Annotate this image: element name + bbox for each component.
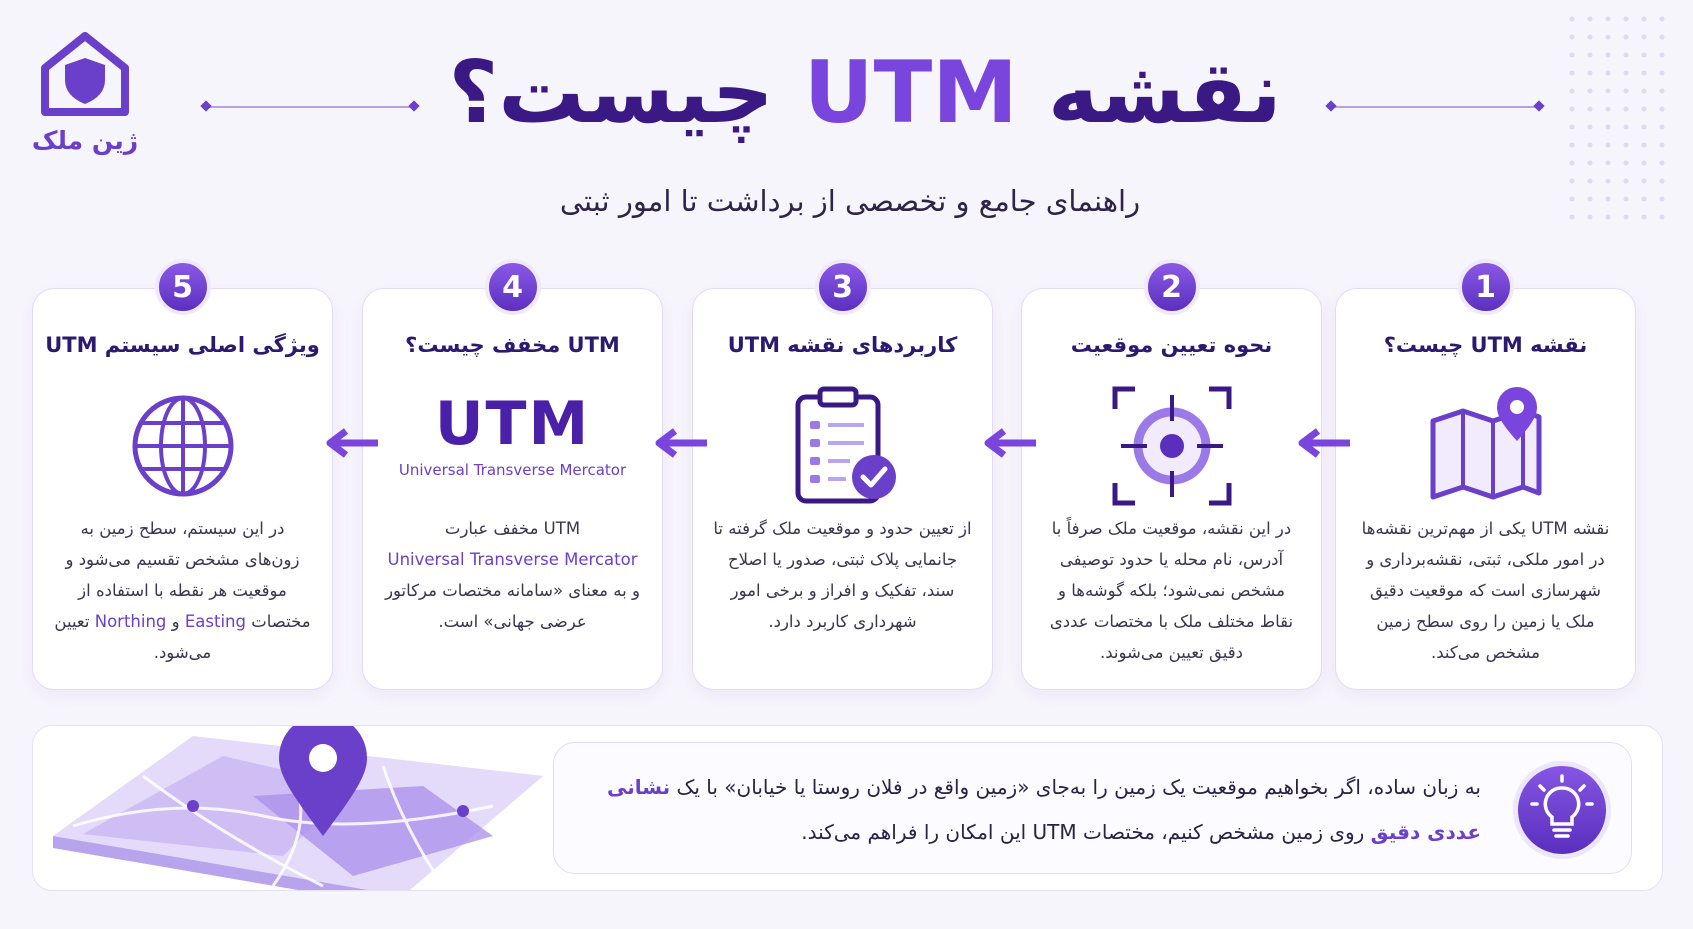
summary-panel: به زبان ساده، اگر بخواهیم موقعیت یک زمین…	[32, 725, 1663, 891]
isometric-map-illustration	[53, 726, 543, 890]
title-decor-left	[205, 106, 415, 108]
arrow-left-icon	[1298, 428, 1350, 458]
dot-pattern	[1563, 10, 1673, 230]
tip-box: به زبان ساده، اگر بخواهیم موقعیت یک زمین…	[553, 742, 1632, 874]
step-card-5: 5 ویژگی اصلی سیستم UTM در این سیستم، سطح…	[32, 259, 333, 690]
utm-expansion: Universal Transverse Mercator	[398, 461, 627, 479]
title-decor-right	[1330, 106, 1540, 108]
brand-logo[interactable]: ژین ملک	[20, 28, 150, 155]
house-shield-icon	[41, 32, 129, 116]
step-description: نقشه UTM یکی از مهم‌ترین نقشه‌ها در امور…	[1361, 519, 1610, 662]
step-title: UTM مخفف چیست؟	[405, 333, 620, 357]
step-description: از تعیین حدود و موقعیت ملک گرفته تا جانم…	[713, 519, 972, 631]
step-number-badge: 4	[484, 259, 541, 315]
arrow-left-icon	[655, 428, 707, 458]
arrow-left-icon	[984, 428, 1036, 458]
step-number-badge: 1	[1457, 259, 1514, 315]
step-description: در این سیستم، سطح زمین به زون‌های مشخص ت…	[54, 519, 311, 662]
step-number-badge: 2	[1143, 259, 1200, 315]
map-pin-icon	[1430, 387, 1541, 500]
step-title: نحوه تعیین موقعیت	[1070, 333, 1273, 357]
step-number-badge: 3	[814, 259, 871, 315]
clipboard-check-icon	[795, 386, 896, 504]
step-title: کاربردهای نقشه UTM	[727, 333, 958, 357]
step-description: در این نقشه، موقعیت ملک صرفاً با آدرس، ن…	[1049, 519, 1294, 662]
tip-text: به زبان ساده، اگر بخواهیم موقعیت یک زمین…	[606, 775, 1481, 844]
step-description: UTM مخفف عبارت Universal Transverse Merc…	[385, 519, 640, 631]
page-title: نقشه UTM چیست؟	[448, 43, 1282, 143]
step-title: نقشه UTM چیست؟	[1383, 333, 1588, 357]
step-card-2: 2 نحوه تعیین موقعیت در این نقشه، موقعیت …	[1021, 259, 1322, 690]
utm-text-icon: UTM	[434, 389, 591, 459]
lightbulb-icon	[1513, 761, 1611, 859]
step-number-badge: 5	[154, 259, 211, 315]
step-card-3: 3 کاربردهای نقشه UTM از تعیین حدود و موق…	[692, 259, 993, 690]
step-card-1: 1 نقشه UTM چیست؟ نقشه UTM یکی از مهم‌تری…	[1335, 259, 1636, 690]
page-subtitle: راهنمای جامع و تخصصی از برداشت تا امور ث…	[559, 184, 1141, 218]
arrow-left-icon	[326, 428, 378, 458]
globe-icon	[132, 395, 233, 497]
step-card-4: 4 UTM مخفف چیست؟ UTM Universal Transvers…	[362, 259, 663, 690]
step-title: ویژگی اصلی سیستم UTM	[45, 333, 320, 357]
crosshair-target-icon	[1112, 386, 1231, 506]
brand-name: ژین ملک	[31, 126, 139, 155]
